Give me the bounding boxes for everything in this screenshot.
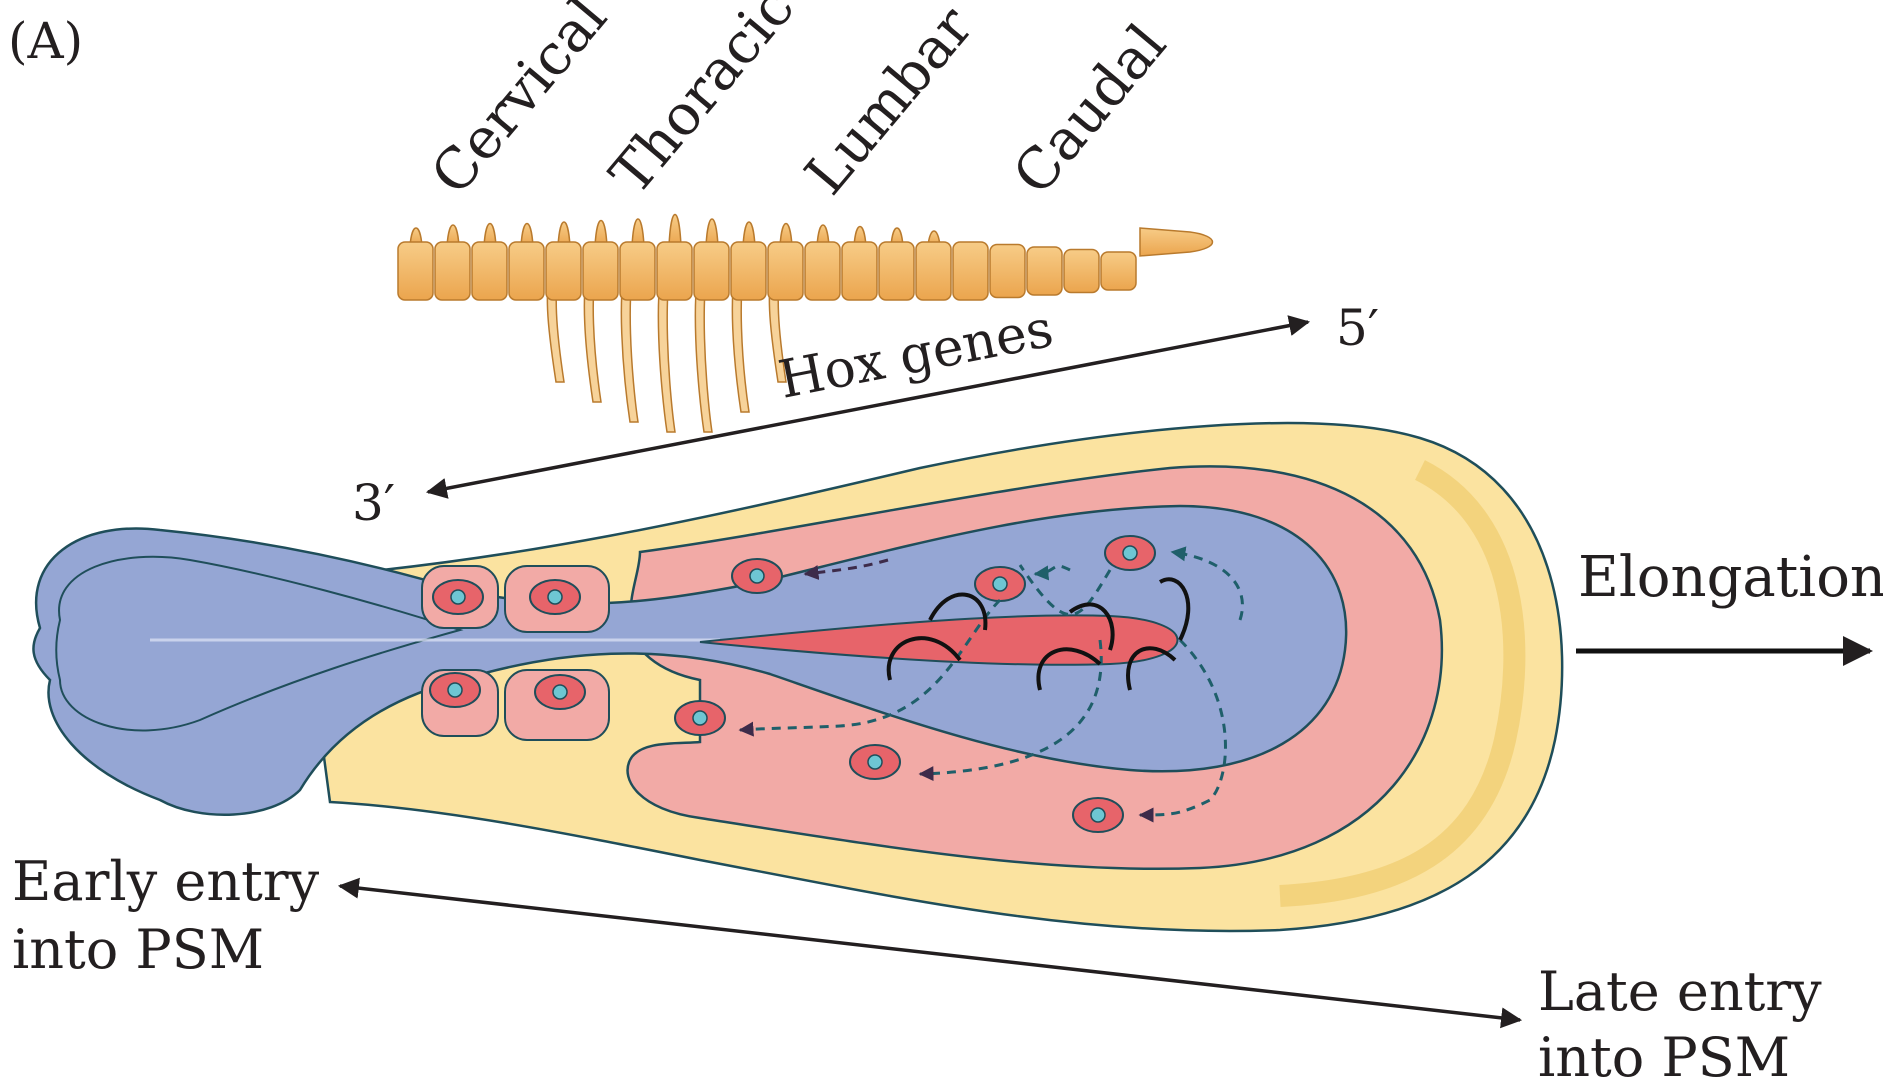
vertebra xyxy=(1027,247,1062,295)
vertebra xyxy=(1064,250,1099,293)
cell-nucleus xyxy=(448,683,462,697)
late-entry-label: Late entry into PSM xyxy=(1538,960,1839,1088)
panel-label: (A) xyxy=(8,12,83,70)
cell-nucleus xyxy=(693,711,707,725)
vertebra-tail-tip xyxy=(1140,228,1213,256)
region-label-caudal: Caudal xyxy=(1001,12,1179,207)
vertebra xyxy=(953,242,988,300)
early-entry-line-1: Early entry xyxy=(12,850,320,913)
late-entry-line-1: Late entry xyxy=(1538,960,1822,1023)
vertebra xyxy=(472,242,507,300)
elongation-label: Elongation xyxy=(1578,545,1883,610)
cell-nucleus xyxy=(553,685,567,699)
early-entry-label: Early entry into PSM xyxy=(12,850,336,981)
cell-nucleus xyxy=(750,569,764,583)
vertebra xyxy=(583,242,618,300)
cell-nucleus xyxy=(1123,546,1137,560)
vertebra xyxy=(509,242,544,300)
vertebra xyxy=(1101,252,1136,290)
region-label-lumbar: Lumbar xyxy=(793,0,986,207)
vertebra xyxy=(435,242,470,300)
region-label-cervical: Cervical xyxy=(419,0,620,207)
vertebra xyxy=(768,242,803,300)
vertebra xyxy=(916,242,951,300)
late-entry-line-2: into PSM xyxy=(1538,1026,1790,1088)
cell-nucleus xyxy=(1091,808,1105,822)
cell-nucleus xyxy=(993,577,1007,591)
vertebra xyxy=(879,242,914,300)
hox-5prime-label: 5′ xyxy=(1336,299,1379,357)
vertebra xyxy=(990,245,1025,298)
hox-genes-label: Hox genes xyxy=(774,299,1058,411)
vertebra xyxy=(731,242,766,300)
vertebra xyxy=(398,242,433,300)
vertebra xyxy=(657,242,692,300)
hox-3prime-label: 3′ xyxy=(352,474,395,532)
vertebra xyxy=(546,242,581,300)
region-label-thoracic: Thoracic xyxy=(598,0,807,207)
vertebra xyxy=(805,242,840,300)
vertebra xyxy=(694,242,729,300)
cell-nucleus xyxy=(548,590,562,604)
cell-nucleus xyxy=(451,590,465,604)
cell-nucleus xyxy=(868,755,882,769)
vertebra xyxy=(842,242,877,300)
vertebra xyxy=(620,242,655,300)
early-entry-line-2: into PSM xyxy=(12,918,264,981)
